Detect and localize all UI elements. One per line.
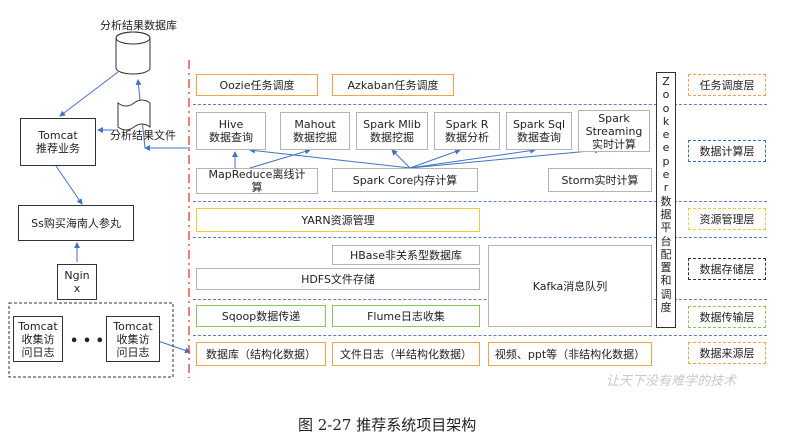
sqoop-box: Sqoop数据传递 <box>196 305 326 327</box>
spark-streaming-box: Spark Streaming 实时计算 <box>578 110 650 152</box>
mahout-box: Mahout 数据挖掘 <box>280 112 350 150</box>
spark-sql-box: Spark Sql 数据查询 <box>506 112 572 150</box>
db-label: 分析结果数据库 <box>100 19 177 32</box>
yarn-box: YARN资源管理 <box>196 208 480 232</box>
source-db-box: 数据库（结构化数据） <box>196 342 326 366</box>
label-resource: 资源管理层 <box>688 208 766 230</box>
database-icon <box>115 31 151 75</box>
hbase-box: HBase非关系型数据库 <box>332 245 480 265</box>
watermark: 让天下没有难学的技术 <box>606 374 737 389</box>
label-transfer: 数据传输层 <box>688 306 766 328</box>
zookeeper-char: 配 <box>660 247 672 261</box>
separator-4 <box>193 299 767 300</box>
zookeeper-char: o <box>662 88 670 102</box>
spark-core-box: Spark Core内存计算 <box>332 168 478 192</box>
zookeeper-char: p <box>662 154 670 168</box>
flume-box: Flume日志收集 <box>332 305 480 327</box>
zookeeper-char: 和 <box>660 274 672 288</box>
zookeeper-char: e <box>662 128 670 142</box>
zookeeper-char: 平 <box>660 221 672 235</box>
azkaban-box: Azkaban任务调度 <box>332 74 454 96</box>
zookeeper-char: k <box>662 114 670 128</box>
label-scheduling: 任务调度层 <box>688 74 766 96</box>
tomcat-log-a-box: Tomcat 收集访 问日志 <box>13 316 63 362</box>
hive-box: Hive 数据查询 <box>196 112 266 150</box>
source-video-box: 视频、ppt等（非结构化数据） <box>488 342 652 366</box>
storm-box: Storm实时计算 <box>548 168 652 192</box>
zookeeper-char: 置 <box>660 261 672 275</box>
zookeeper-char: e <box>662 141 670 155</box>
zookeeper-char: 数 <box>660 194 672 208</box>
label-compute: 数据计算层 <box>688 140 766 162</box>
zookeeper-char: 度 <box>660 301 672 315</box>
ellipsis: • • • <box>70 334 104 349</box>
separator-2 <box>193 201 767 202</box>
zookeeper-char: 据 <box>660 207 672 221</box>
file-label: 分析结果文件 <box>110 129 176 142</box>
spark-r-box: Spark R 数据分析 <box>434 112 500 150</box>
source-file-box: 文件日志（半结构化数据） <box>332 342 480 366</box>
nginx-box: Ngin x <box>57 264 97 300</box>
label-source: 数据来源层 <box>688 342 766 364</box>
kafka-box: Kafka消息队列 <box>488 245 652 327</box>
separator-3 <box>193 237 767 238</box>
zookeeper-char: 调 <box>660 287 672 301</box>
mapreduce-box: MapReduce离线计 算 <box>196 168 318 194</box>
site-box: Ss购买海南人参丸 <box>18 205 134 241</box>
spark-mlib-box: Spark Mlib 数据挖掘 <box>356 112 428 150</box>
oozie-box: Oozie任务调度 <box>196 74 318 96</box>
document-icon <box>117 99 151 131</box>
tomcat-log-b-box: Tomcat 收集访 问日志 <box>106 316 160 362</box>
zookeeper-char: 台 <box>660 234 672 248</box>
separator-1 <box>193 104 767 105</box>
tomcat-service-box: Tomcat 推荐业务 <box>20 118 96 166</box>
zookeeper-char: e <box>662 168 670 182</box>
zookeeper-char: Z <box>662 75 670 88</box>
hdfs-box: HDFS文件存储 <box>196 268 480 290</box>
zookeeper-char: r <box>663 181 669 195</box>
zookeeper-char: o <box>662 101 670 115</box>
figure-caption: 图 2-27 推荐系统项目架构 <box>298 416 477 434</box>
separator-5 <box>193 335 767 336</box>
label-storage: 数据存储层 <box>688 258 766 280</box>
